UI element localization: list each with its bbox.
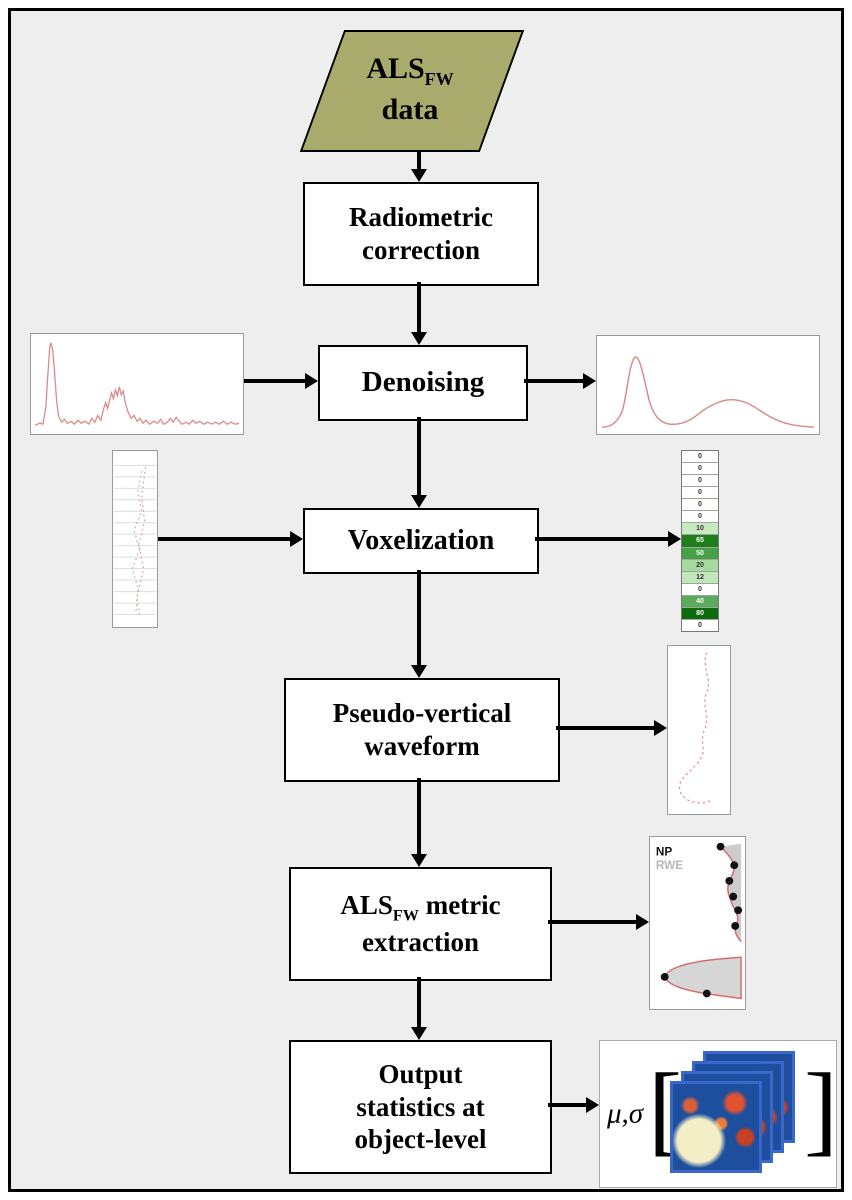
start-line1: ALSFW (366, 52, 454, 89)
start-line2: data (381, 92, 439, 126)
arrow-shaft (417, 778, 421, 854)
voxel-cell: 65 (682, 534, 718, 547)
mu-sigma-label: μ,σ (607, 1097, 644, 1130)
arrow-shaft (417, 417, 421, 495)
voxel-cell: 0 (682, 510, 718, 523)
arrow-shaft (548, 1103, 586, 1107)
arrow-denoising-to-voxelization (411, 417, 427, 508)
node-denoising: Denoising (318, 345, 528, 421)
metric-image: NP RWE (656, 842, 743, 1000)
arrow-shaft (417, 282, 421, 332)
arrow-shaft (417, 977, 421, 1027)
arrow-metric-to-panel (548, 914, 649, 930)
arrow-head (668, 531, 681, 547)
arrow-head (654, 720, 667, 736)
node-line: statistics at (356, 1091, 485, 1122)
arrow-output-to-stats (548, 1097, 599, 1113)
arrow-sketch-to-voxelization (158, 531, 303, 547)
bracket-close-icon: ] (804, 1052, 838, 1166)
voxel-sketch-panel (112, 450, 158, 628)
np-label: NP (656, 845, 672, 858)
node-voxelization: Voxelization (303, 508, 539, 574)
arrow-head (290, 531, 303, 547)
arrow-shaft (548, 920, 636, 924)
arrow-shaft (244, 379, 305, 383)
raster-layer (670, 1081, 762, 1173)
arrow-shaft (556, 726, 654, 730)
noisy-waveform-panel (30, 333, 244, 435)
start-node-label: ALSFW data (300, 30, 520, 148)
arrow-denoising-to-denoised (524, 373, 596, 389)
voxel-cell: 40 (682, 594, 718, 607)
arrow-shaft (417, 570, 421, 665)
noisy-waveform-image (34, 342, 240, 426)
voxel-cell: 0 (682, 451, 718, 463)
node-line: Voxelization (347, 524, 495, 556)
output-stats-panel: μ,σ [ ] (599, 1040, 838, 1188)
node-radiometric-correction: Radiometric correction (303, 182, 539, 286)
arrow-start-to-radiometric (411, 150, 427, 182)
arrow-head (586, 1097, 599, 1113)
denoised-waveform-image (602, 356, 814, 428)
node-line: Radiometric (349, 202, 493, 233)
node-line: ALSFW metric (340, 889, 501, 925)
node-pseudo-vertical-waveform: Pseudo-vertical waveform (284, 678, 560, 782)
voxel-cell: 12 (682, 570, 718, 583)
node-line: Denoising (361, 366, 485, 399)
arrow-shaft (417, 150, 421, 169)
arrow-head (411, 169, 427, 182)
node-line: correction (362, 235, 480, 265)
voxel-cell: 20 (682, 558, 718, 571)
arrow-radiometric-to-denoising (411, 282, 427, 345)
arrow-head (411, 665, 427, 678)
node-line: extraction (362, 927, 479, 958)
node-output-statistics: Output statistics at object-level (289, 1040, 552, 1174)
voxel-cell: 50 (682, 546, 718, 559)
arrow-head (411, 495, 427, 508)
arrow-head (583, 373, 596, 389)
arrow-shaft (524, 379, 583, 383)
node-metric-extraction: ALSFW metric extraction (289, 867, 552, 981)
denoised-waveform-panel (596, 335, 820, 435)
arrow-head (636, 914, 649, 930)
arrow-noisy-to-denoising (244, 373, 318, 389)
arrow-head (411, 332, 427, 345)
node-line: waveform (364, 731, 480, 761)
voxel-cell: 0 (682, 618, 718, 631)
arrow-shaft (535, 537, 668, 541)
rwe-label: RWE (656, 859, 683, 872)
voxel-cell: 0 (682, 486, 718, 499)
voxel-cell: 0 (682, 474, 718, 487)
arrow-shaft (158, 537, 290, 541)
voxel-cell: 0 (682, 462, 718, 475)
node-line: object-level (354, 1124, 487, 1155)
raster-layer-stack (670, 1051, 802, 1179)
pseudo-waveform-panel (667, 645, 731, 815)
arrow-head (411, 854, 427, 867)
arrow-pseudo-to-metric (411, 778, 427, 867)
voxel-cell: 0 (682, 582, 718, 595)
arrow-voxelization-to-pseudo (411, 570, 427, 678)
pseudo-waveform-image (678, 652, 711, 804)
arrow-metric-to-output (411, 977, 427, 1040)
voxel-cell: 80 (682, 606, 718, 619)
arrow-head (411, 1027, 427, 1040)
voxel-cell: 10 (682, 522, 718, 535)
arrow-voxelization-to-column (535, 531, 681, 547)
voxel-sketch-image (113, 464, 157, 617)
arrow-pseudo-to-panel (556, 720, 667, 736)
arrow-head (305, 373, 318, 389)
node-line: Output (378, 1058, 463, 1089)
metric-panel: NP RWE (649, 836, 746, 1010)
node-line: Pseudo-vertical (332, 698, 512, 729)
voxel-cell: 0 (682, 498, 718, 511)
